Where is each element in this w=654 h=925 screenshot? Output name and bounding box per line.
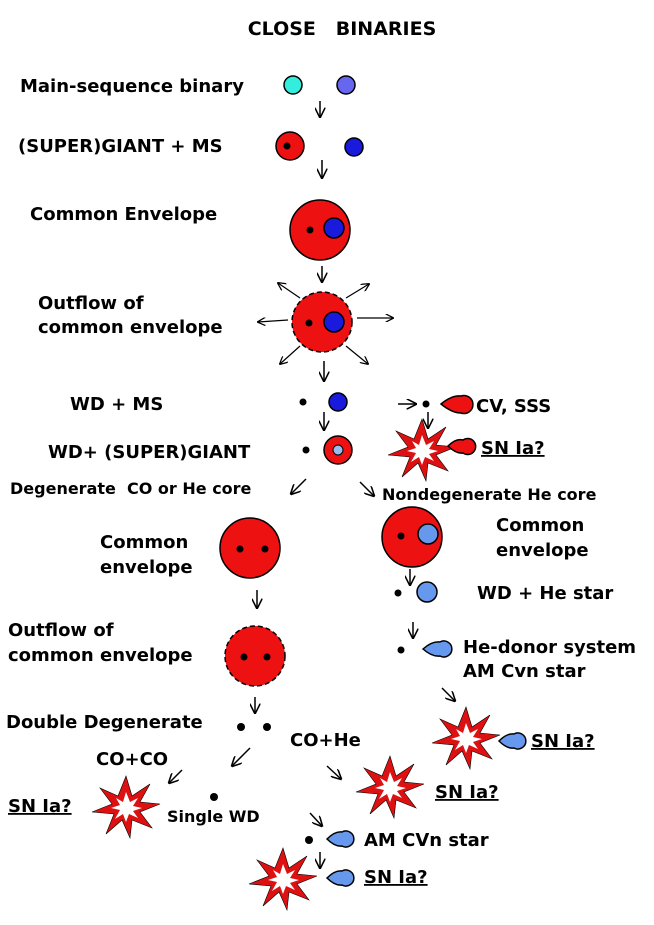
arrow-diagonal	[441, 687, 455, 701]
ms-star-violet	[336, 75, 356, 95]
label-outflow-line1: Outflow of	[8, 620, 114, 641]
label-degenerate-core: Degenerate CO or He core	[10, 479, 252, 498]
outflow-arrows	[258, 283, 393, 364]
ms-star-blue	[323, 311, 345, 333]
label-sn-ia: SN Ia?	[435, 782, 499, 803]
roche-lobe-donor	[439, 394, 474, 415]
giant-core	[283, 142, 291, 150]
label-supergiant-ms: (SUPER)GIANT + MS	[18, 136, 223, 157]
white-dwarf	[302, 446, 310, 454]
expanding-envelope	[224, 625, 286, 687]
white-dwarf	[299, 398, 307, 406]
label-outflow-line2: common envelope	[38, 317, 223, 338]
label-wd-he-star: WD + He star	[477, 583, 613, 604]
label-common-right-2: envelope	[496, 540, 589, 561]
giant-core	[332, 444, 344, 456]
he-star	[416, 581, 438, 603]
white-dwarf	[397, 646, 405, 654]
wd-core	[397, 532, 405, 540]
ms-star-cyan	[283, 75, 303, 95]
diagram-title: CLOSE BINARIES	[248, 18, 437, 40]
ms-star-blue	[328, 392, 348, 412]
label-outflow-line1: Outflow of	[38, 293, 144, 314]
label-single-wd: Single WD	[167, 807, 260, 826]
supernova-explosion	[248, 847, 318, 912]
wd-core	[306, 226, 314, 234]
he-donor-star	[421, 640, 453, 658]
label-common-envelope: Common Envelope	[30, 204, 217, 225]
supernova-explosion	[387, 418, 457, 483]
arrow-branch-right	[359, 481, 374, 496]
wd-core	[236, 545, 244, 553]
white-dwarf	[210, 793, 218, 801]
label-common-right-1: Common	[496, 515, 584, 536]
supernova-explosion	[355, 755, 425, 820]
white-dwarf	[305, 836, 313, 844]
label-co-co: CO+CO	[96, 749, 168, 770]
label-sn-ia: SN Ia?	[481, 438, 545, 459]
label-wd-supergiant: WD+ (SUPER)GIANT	[48, 442, 251, 463]
label-he-donor-2: AM Cvn star	[463, 661, 586, 682]
label-sn-ia: SN Ia?	[364, 867, 428, 888]
label-main-sequence-binary: Main-sequence binary	[20, 76, 244, 97]
he-donor-star	[497, 732, 527, 750]
white-dwarf	[394, 589, 402, 597]
supernova-explosion	[431, 706, 501, 771]
expanding-envelope	[291, 291, 353, 353]
label-double-degenerate: Double Degenerate	[6, 712, 203, 733]
roche-lobe-donor	[446, 437, 477, 456]
label-sn-ia: SN Ia?	[531, 731, 595, 752]
label-sn-ia: SN Ia?	[8, 796, 72, 817]
ms-star-blue	[344, 137, 364, 157]
label-co-he: CO+He	[290, 730, 361, 751]
common-envelope	[289, 199, 351, 261]
wd-core	[261, 545, 269, 553]
ms-star-blue	[323, 217, 345, 239]
arrow-branch-left	[291, 478, 307, 494]
wd-core	[305, 319, 313, 327]
label-cv-sss: CV, SSS	[476, 396, 551, 417]
he-star	[417, 523, 439, 545]
white-dwarf	[422, 400, 430, 408]
white-dwarf	[263, 723, 271, 731]
common-envelope	[381, 506, 443, 568]
arrow-diagonal	[309, 812, 322, 826]
label-am-cvn-star: AM CVn star	[364, 830, 489, 851]
label-nondegenerate-core: Nondegenerate He core	[382, 485, 597, 504]
arrow-diagonal	[169, 769, 183, 783]
he-donor-star	[325, 869, 355, 887]
label-common-left-2: envelope	[100, 557, 193, 578]
arrow-diagonal	[326, 765, 341, 779]
label-outflow-line2: common envelope	[8, 645, 193, 666]
arrow-diagonal	[232, 747, 251, 766]
supernova-explosion	[91, 775, 161, 840]
white-dwarf	[237, 723, 245, 731]
label-he-donor-1: He-donor system	[463, 637, 636, 658]
label-wd-ms: WD + MS	[70, 394, 163, 415]
wd-core	[263, 653, 271, 661]
he-donor-star	[325, 830, 355, 848]
wd-core	[240, 653, 248, 661]
common-envelope	[219, 517, 281, 579]
label-common-left-1: Common	[100, 532, 188, 553]
